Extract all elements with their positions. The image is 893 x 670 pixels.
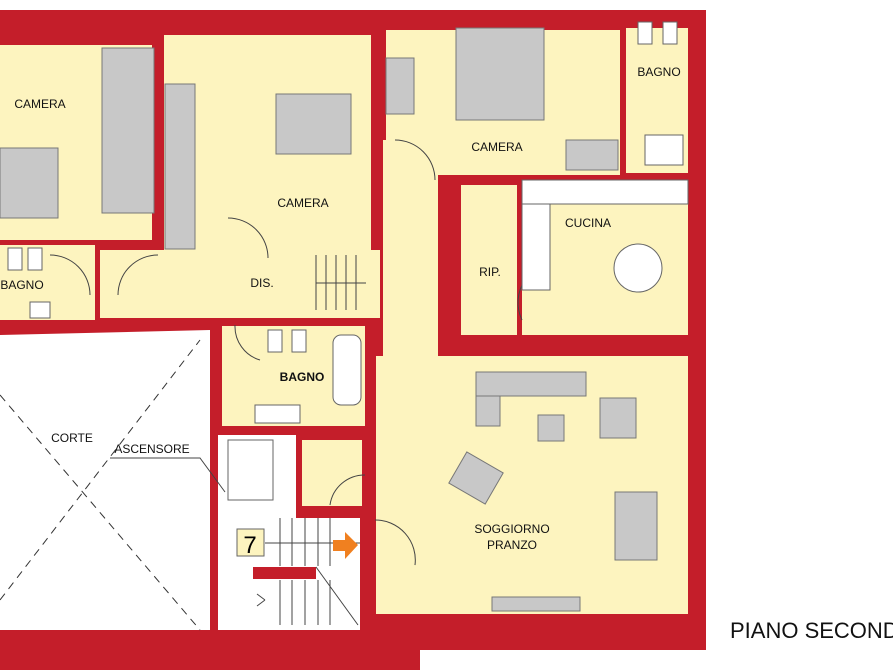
kitchen-table — [613, 243, 663, 293]
bed-left — [0, 147, 59, 219]
label-rip: RIP. — [479, 265, 501, 279]
corte-cross — [0, 339, 201, 631]
label-camera-right: CAMERA — [471, 140, 522, 154]
armchair-left — [448, 451, 504, 505]
label-camera-mid: CAMERA — [277, 196, 328, 210]
bed-right — [455, 27, 545, 121]
label-soggiorno: SOGGIORNO — [474, 522, 549, 536]
sideboard — [491, 596, 581, 612]
bathtub — [332, 334, 362, 406]
label-ascensore: ASCENSORE — [114, 442, 189, 456]
wardrobe-mid — [164, 83, 196, 250]
wardrobe-right-2 — [565, 139, 619, 171]
label-pranzo: PRANZO — [487, 538, 537, 552]
stair-steps — [265, 518, 360, 626]
unit-number: 7 — [243, 532, 256, 559]
label-cucina: CUCINA — [565, 216, 611, 230]
label-corte: CORTE — [51, 431, 93, 445]
stair-steps-dis — [315, 255, 366, 310]
label-bagno-center: BAGNO — [280, 370, 325, 384]
entry-arrow-icon — [333, 532, 358, 559]
label-bagno-top-right: BAGNO — [637, 65, 680, 79]
label-camera-left: CAMERA — [14, 97, 65, 111]
sofa-back — [475, 371, 587, 397]
wardrobe-right — [385, 57, 415, 115]
wall-mass-bottom — [0, 628, 420, 670]
door-swings — [49, 139, 526, 566]
label-bagno-left: BAGNO — [0, 278, 43, 292]
coffee-table — [537, 414, 565, 442]
toilet — [267, 329, 283, 353]
label-dis: DIS. — [250, 276, 273, 290]
exterior — [706, 0, 893, 670]
ascensore-leader — [110, 457, 226, 493]
elevator — [227, 439, 274, 501]
armchair-right — [599, 397, 637, 439]
shower — [644, 134, 684, 166]
corte-area — [0, 330, 210, 630]
kitchen-counter-side — [521, 203, 551, 291]
kitchen-counter — [521, 179, 689, 205]
unit-number-badge — [236, 528, 265, 557]
wardrobe-left — [101, 47, 155, 214]
sofa-side — [475, 395, 501, 427]
sink-double — [254, 404, 301, 424]
room-closet — [302, 440, 362, 506]
bidet — [291, 329, 307, 353]
room-dis — [100, 250, 380, 318]
room-rip — [461, 185, 517, 335]
dining-table — [614, 491, 658, 561]
bed-mid — [275, 93, 352, 155]
stair-arrow-icon — [256, 593, 266, 607]
floor-title: PIANO SECONDO — [730, 618, 893, 643]
